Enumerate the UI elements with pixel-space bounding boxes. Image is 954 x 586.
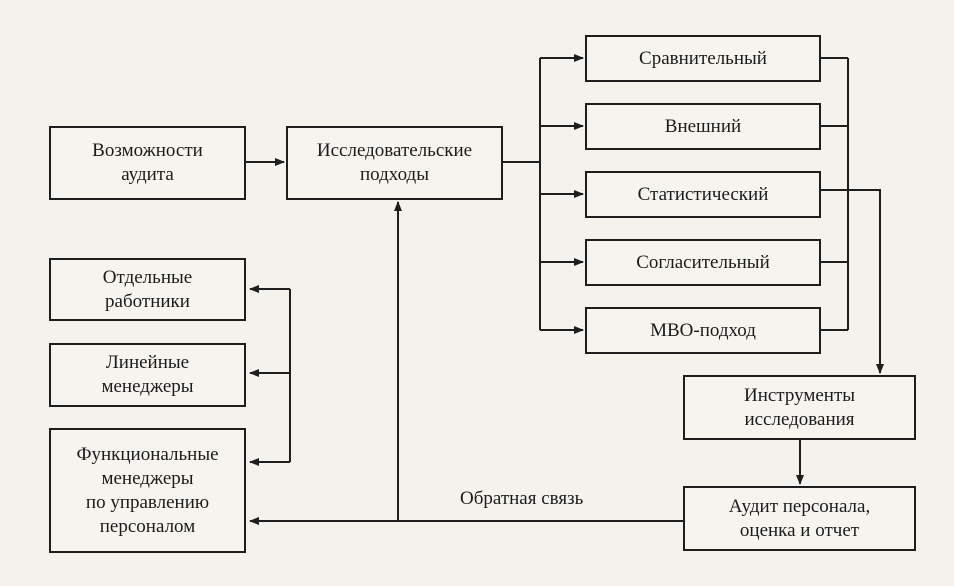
line-managers-box: Линейные менеджеры (49, 343, 246, 407)
individual-workers-box: Отдельные работники (49, 258, 246, 321)
feedback-label: Обратная связь (460, 488, 584, 509)
audit-capabilities-box: Возможности аудита (49, 126, 246, 200)
statistical-method-box: Статистический (585, 171, 821, 218)
mbo-method-box: МВО-подход (585, 307, 821, 354)
research-approaches-box: Исследовательские подходы (286, 126, 503, 200)
external-method-box: Внешний (585, 103, 821, 150)
arrow-statistical-to-tools (821, 189, 884, 374)
comparative-method-box: Сравнительный (585, 35, 821, 82)
consensual-method-box: Согласительный (585, 239, 821, 286)
personnel-audit-box: Аудит персонала, оценка и отчет (683, 486, 916, 551)
functional-managers-box: Функциональные менеджеры по управлению п… (49, 428, 246, 553)
research-tools-box: Инструменты исследования (683, 375, 916, 440)
